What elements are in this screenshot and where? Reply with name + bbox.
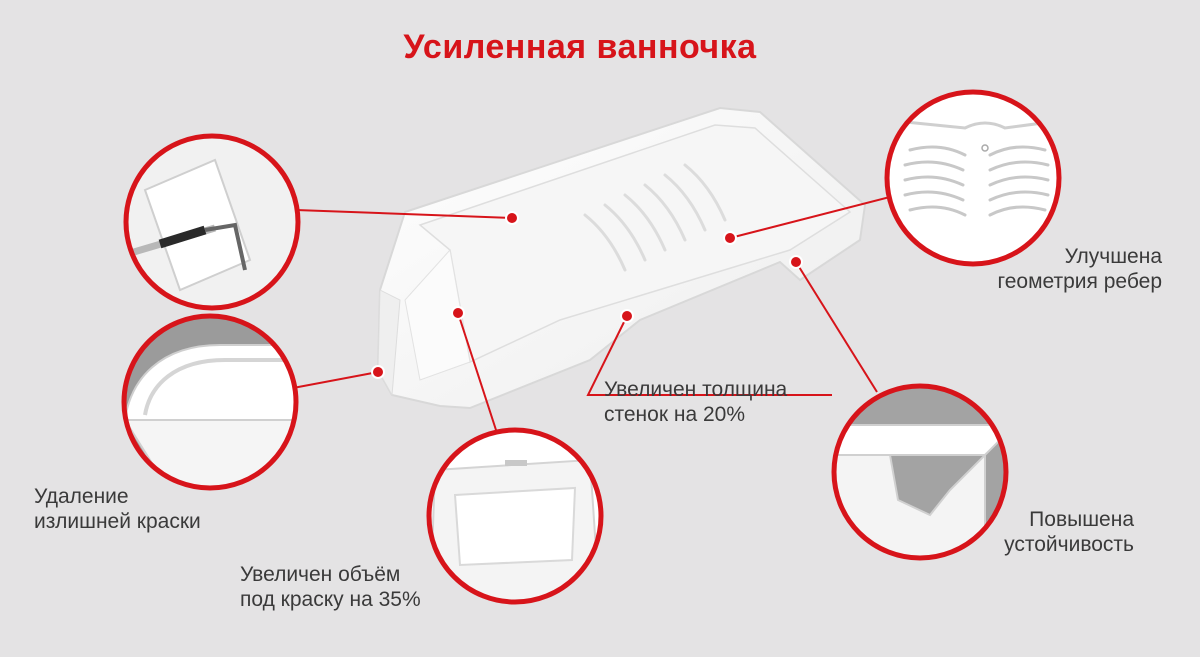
label-volume-line1: Увеличен объём — [240, 563, 401, 586]
callout-dots — [371, 211, 803, 379]
label-volume-line2: под краску на 35% — [240, 588, 421, 611]
label-volume: Увеличен объём под краску на 35% — [240, 562, 421, 612]
label-walls-line1: Увеличен толщина — [604, 378, 788, 401]
label-ribs-line2: геометрия ребер — [997, 270, 1162, 293]
dot-walls — [620, 309, 634, 323]
detail-ribs — [884, 89, 1062, 267]
callout-lines — [292, 196, 891, 431]
dot-stability — [789, 255, 803, 269]
detail-stability — [831, 383, 1009, 561]
detail-volume — [426, 427, 604, 605]
detail-roller — [123, 133, 301, 311]
label-removal: Удаление излишней краски — [34, 484, 201, 534]
paint-tray — [376, 106, 867, 410]
label-stability: Повышена устойчивость — [930, 507, 1134, 557]
detail-corner-lip — [121, 313, 299, 491]
label-walls: Увеличен толщина стенок на 20% — [604, 377, 787, 427]
label-stability-line2: устойчивость — [1004, 533, 1134, 556]
label-walls-line2: стенок на 20% — [604, 403, 746, 426]
dot-inner-wall — [505, 211, 519, 225]
label-removal-line1: Удаление — [34, 485, 129, 508]
dot-ribs — [723, 231, 737, 245]
label-ribs-line1: Улучшена — [1064, 245, 1162, 268]
dot-removal — [371, 365, 385, 379]
label-ribs: Улучшена геометрия ребер — [900, 244, 1162, 294]
dot-volume — [451, 306, 465, 320]
page-title: Усиленная ванночка — [403, 28, 757, 66]
label-stability-line1: Повышена — [1029, 508, 1134, 531]
label-removal-line2: излишней краски — [34, 510, 201, 533]
